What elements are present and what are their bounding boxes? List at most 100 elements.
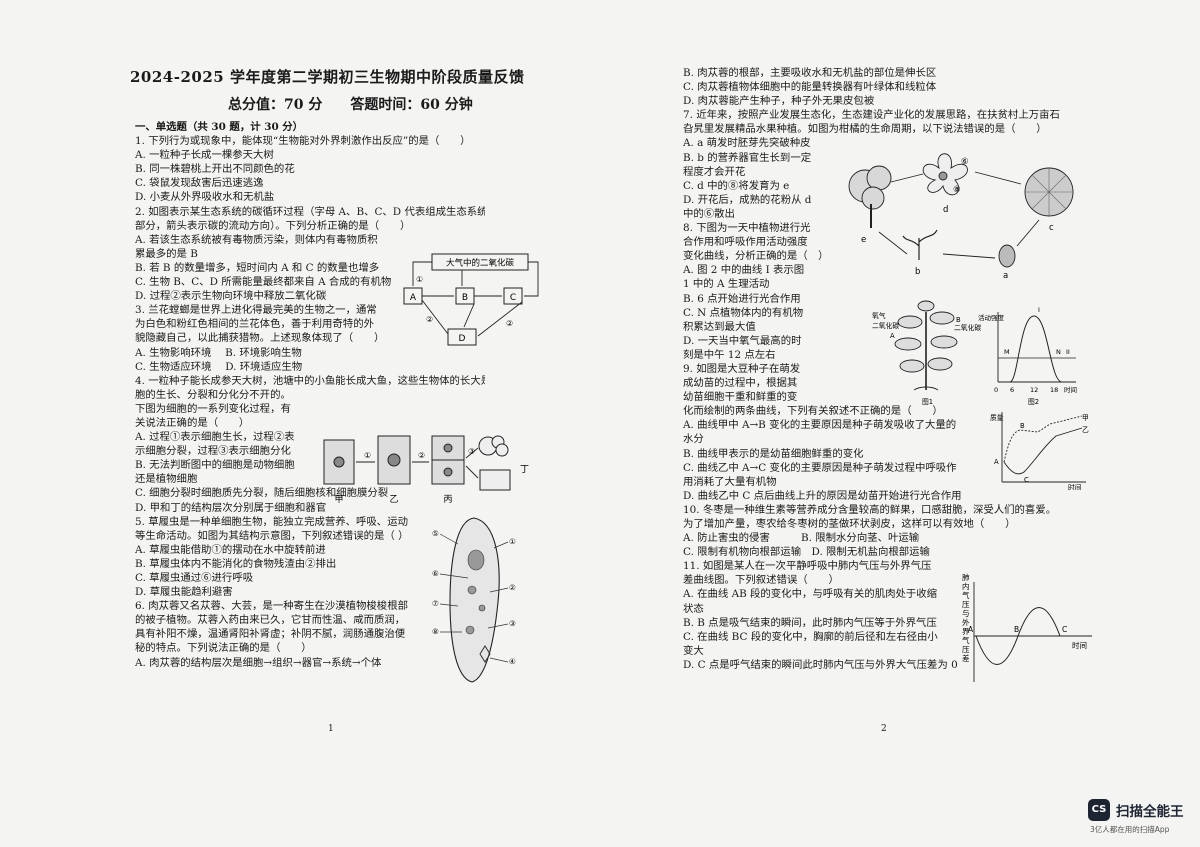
page-number: 2 (881, 724, 887, 734)
question-line: 化而绘制的两条曲线，下列有关叙述不正确的是（ ） (683, 405, 943, 418)
process-b-label: B (956, 316, 961, 324)
question-line: A. a 萌发时胚芽先突破种皮 (683, 137, 811, 150)
part-6-label: ⑥ (961, 157, 969, 167)
question-line: D. 草履虫能趋利避害 (135, 586, 233, 599)
section-heading: 一、单选题（共 30 题，计 30 分） (135, 121, 304, 133)
tick-0: 0 (994, 386, 998, 394)
ylabel-char: 界 (962, 627, 970, 636)
tick-18: 18 (1050, 386, 1058, 394)
question-line: 示细胞分裂，过程③表示细胞分化 (135, 445, 291, 458)
process-1-label: ① (364, 451, 371, 460)
question-line: 旮旯里发展精品水果种植。如图为柑橘的生命周期，以下说法错误的是（ ） (683, 123, 1047, 136)
page-number: 1 (328, 724, 334, 734)
stage-d-label: d (943, 205, 948, 215)
ylabel-char: 压 (962, 645, 970, 654)
question-line: 11. 如图是某人在一次平静呼吸中肺内气压与外界气压 (683, 560, 932, 573)
question-line: 部分，箭头表示碳的流动方向）。下列分析正确的是（ ） (135, 219, 411, 232)
question-line: 7. 近年来，按照产业发展生态化，生态建设产业化的发展思路，在扶贫村上万亩石 (683, 109, 1060, 122)
seed-chart-ylabel: 质量 (990, 413, 1004, 422)
label-bing: 丙 (443, 494, 452, 505)
stage-a-label: a (1003, 271, 1008, 281)
question-line: 变大 (683, 644, 704, 657)
curve-i-label: I (1038, 306, 1040, 314)
question-line: 关说法正确的是（ ） (135, 416, 250, 429)
question-line: A. 过程①表示细胞生长，过程②表 (135, 431, 295, 444)
scanner-tagline: 3亿人都在用的扫描App (1090, 825, 1170, 834)
question-line: C. d 中的⑧将发育为 e (683, 179, 790, 192)
node-b: B (462, 293, 468, 303)
question-line: 1. 下列行为或现象中，能体现“生物能对外界刺激作出反应”的是（ ） (135, 135, 471, 148)
cell-division-diagram: ① ② ③ 甲 乙 丙 丁 (320, 430, 535, 510)
breathing-pressure-chart: A B C 时间 肺内气压与外界气压差 (960, 572, 1098, 692)
curve-ii-label: II (1066, 348, 1070, 356)
question-line: D. 甲和丁的结构层次分别属于细胞和器官 (135, 501, 327, 514)
point-c-label: C (1062, 625, 1067, 634)
stage-b-label: b (915, 267, 920, 277)
question-line: D. 肉苁蓉能产生种子，种子外无果皮包被 (683, 95, 875, 108)
question-line: 幼苗细胞干重和鲜重的变 (683, 391, 798, 404)
question-line: B. 6 点开始进行光合作用 (683, 292, 801, 305)
question-line: 的被子植物。苁蓉入药由来已久，它甘而性温、咸而质润， (135, 614, 406, 627)
question-line: A. 一粒种子长成一棵参天大树 (135, 149, 274, 162)
question-line: B. b 的营养器官生长到一定 (683, 151, 812, 164)
carbon-cycle-diagram: 大气中的二氧化碳 A B C D ① ② ② (398, 250, 548, 350)
question-line: A. 草履虫能借助①的摆动在水中旋转前进 (135, 543, 326, 556)
tick-6: 6 (1010, 386, 1014, 394)
ylabel-char: 内 (962, 581, 970, 591)
process-2b-label: ② (506, 319, 513, 328)
stage-c-label: c (1049, 223, 1054, 233)
question-line: A. 防止害虫的侵害 B. 限制水分向茎、叶运输 (683, 532, 920, 545)
figure-1-caption: 图1 (922, 398, 933, 406)
part-3-label: ③ (509, 619, 516, 628)
question-line: 累最多的是 B (135, 247, 198, 260)
ylabel-char: 差 (962, 653, 970, 663)
oxygen-label: 氧气 (872, 311, 886, 320)
camscanner-logo-icon: CS (1088, 799, 1110, 821)
chart-xlabel: 时间 (1064, 385, 1077, 394)
point-b-label: B (1020, 422, 1025, 430)
point-a-label: A (994, 458, 999, 466)
question-line: 具有补阳不燥，温通肾阳补肾虚；补阴不腻，润肠通腹治便 (135, 628, 406, 641)
question-line: 变化曲线，分析正确的是（ ） (683, 250, 829, 263)
question-line: 胞的生长、分裂和分化分不开的。 (135, 388, 291, 401)
seed-mass-chart: 质量 时间 A B C 甲 乙 (990, 406, 1090, 490)
question-line: 貌隐藏自己，以此捕获猎物。上述现象体现了（ ） (135, 332, 385, 345)
question-line: 9. 如图是大豆种子在萌发 (683, 362, 801, 375)
question-line: D. 小麦从外界吸收水和无机盐 (135, 191, 275, 204)
figure-2-caption: 图2 (1028, 398, 1039, 406)
ylabel-char: 与 (962, 609, 970, 618)
question-line: B. 曲线甲表示的是幼苗细胞鲜重的变化 (683, 447, 864, 460)
node-c: C (510, 293, 516, 303)
activity-intensity-chart: 活动强度 时间 0 6 12 18 M N I II (978, 306, 1077, 394)
question-line: C. 在曲线 BC 段的变化中，胸廓的前后径和左右径由小 (683, 630, 938, 643)
point-a-label: A (968, 625, 974, 634)
part-8-label: ⑧ (953, 185, 961, 195)
question-line: 2. 如图表示某生态系统的碳循环过程（字母 A、B、C、D 代表组成生态系统的生… (135, 205, 485, 218)
question-line: A. 图 2 中的曲线 I 表示图 (683, 264, 805, 277)
question-line: C. 生物适应环境 D. 环境适应生物 (135, 360, 303, 373)
question-line: 还是植物细胞 (135, 473, 198, 486)
point-m-label: M (1004, 348, 1010, 356)
question-line: 成幼苗的过程中，根据其 (683, 377, 798, 390)
question-line: 秘的特点。下列说法正确的是（ ） (135, 642, 312, 655)
question-line: A. 生物影响环境 B. 环境影响生物 (135, 346, 302, 359)
process-3-label: ③ (468, 447, 475, 456)
process-2-label: ② (418, 451, 425, 460)
co2-left-label: 二氧化碳 (872, 321, 899, 330)
chart-ylabel: 活动强度 (978, 313, 1005, 322)
question-line: 用消耗了大量有机物 (683, 475, 777, 488)
question-line: C. 肉苁蓉植物体细胞中的能量转换器有叶绿体和线粒体 (683, 81, 937, 94)
process-1-label: ① (416, 275, 423, 284)
label-yi: 乙 (389, 494, 398, 505)
part-6-label: ⑥ (432, 569, 439, 578)
scanner-app-name: 扫描全能王 (1116, 804, 1184, 820)
curve-jia-label: 甲 (1082, 414, 1089, 422)
question-line: C. 细胞分裂时细胞质先分裂，随后细胞核和细胞膜分裂 (135, 487, 389, 500)
question-line: 程度才会开花 (683, 165, 746, 178)
part-5-label: ⑤ (432, 529, 439, 538)
question-line: D. 曲线乙中 C 点后曲线上升的原因是幼苗开始进行光合作用 (683, 489, 962, 502)
tick-12: 12 (1030, 386, 1038, 394)
pressure-curve (975, 607, 1061, 665)
question-line: 状态 (683, 602, 704, 615)
